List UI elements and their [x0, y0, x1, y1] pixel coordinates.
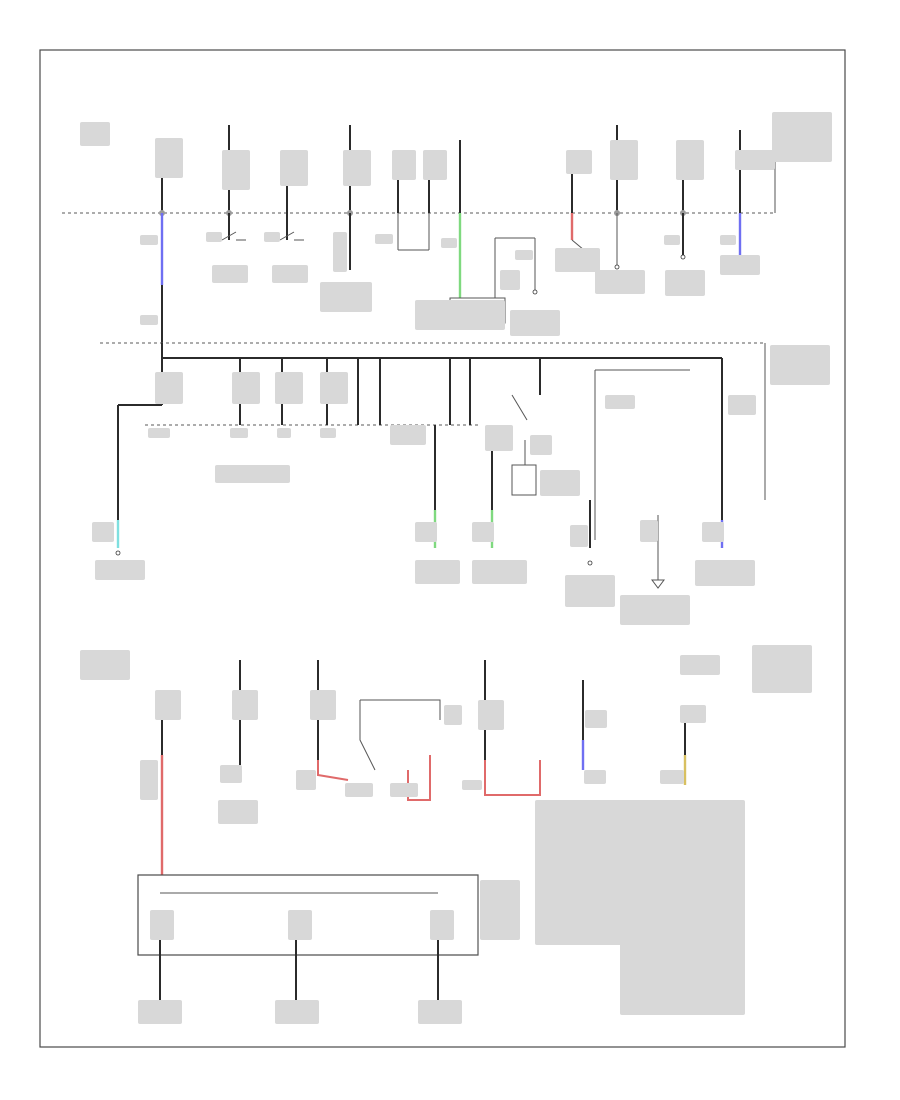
switch-symbol-2	[279, 231, 304, 241]
ground-point-1	[532, 289, 538, 295]
ground-symbol-mid	[651, 579, 665, 589]
ground-point-2	[614, 264, 620, 270]
bottom-label-blocks	[80, 645, 812, 1024]
wire-red-5	[484, 760, 541, 796]
top-label-blocks	[80, 112, 832, 336]
lamp-relay-box	[511, 464, 537, 496]
wire-red-3	[317, 760, 349, 781]
middle-section	[92, 342, 830, 625]
top-section	[62, 112, 832, 343]
relay-switch-line	[511, 394, 528, 421]
bottom-section	[80, 645, 812, 1024]
middle-label-blocks	[92, 345, 830, 625]
connector-mid-2	[587, 560, 593, 566]
diagram-border	[39, 49, 846, 1048]
switch-symbol-1	[221, 231, 246, 241]
relay-inset-bot	[360, 699, 441, 720]
connector-mid-1	[115, 550, 121, 556]
ground-point-3	[680, 254, 686, 260]
relay-switch-bot	[359, 700, 376, 771]
